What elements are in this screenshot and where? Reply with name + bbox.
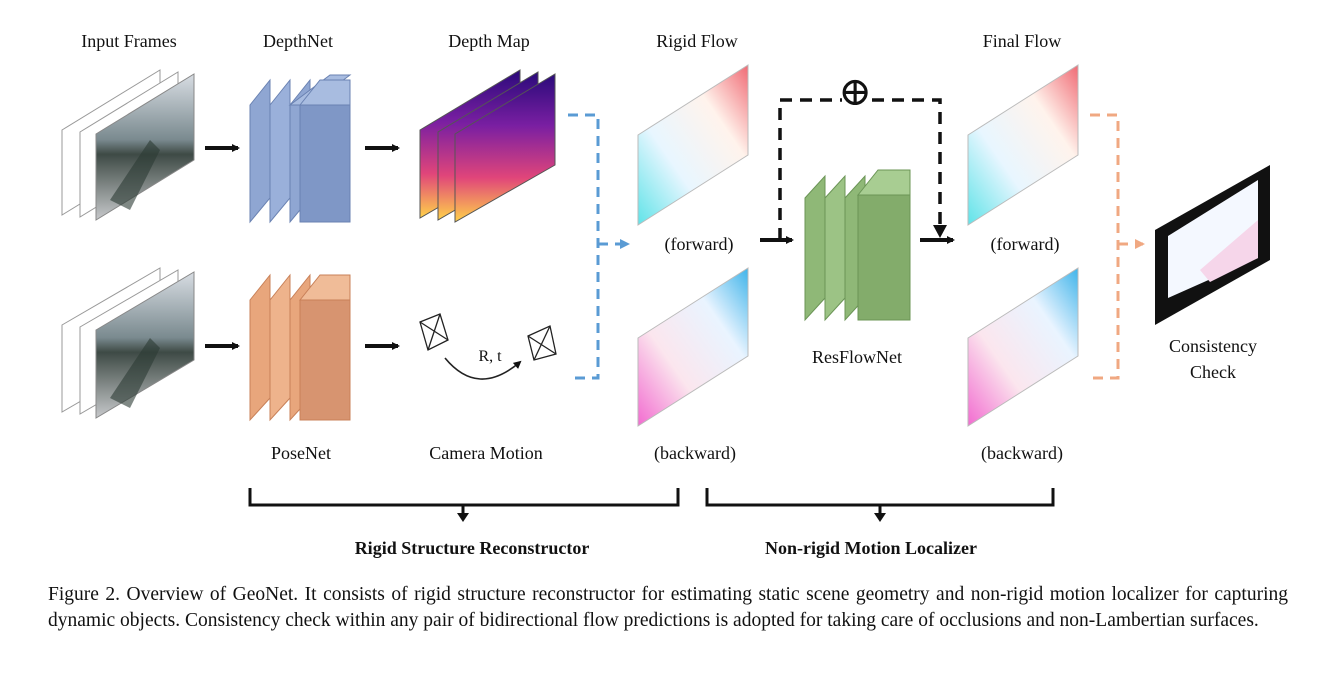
rigid-flow-connector (568, 113, 630, 380)
input-frames-bottom (61, 267, 195, 419)
posenet-label: PoseNet (271, 443, 331, 463)
camera-motion-label: Camera Motion (429, 443, 543, 463)
nonrigid-motion-localizer-label: Non-rigid Motion Localizer (765, 538, 977, 558)
input-frames-top (61, 69, 195, 221)
camera-motion-graphic (419, 313, 557, 380)
figure-caption: Figure 2. Overview of GeoNet. It consist… (48, 584, 1288, 631)
diagram-graphics (61, 64, 1270, 522)
posenet-block (249, 273, 351, 422)
depth-map-image (419, 69, 556, 223)
rotation-translation-label: R, t (478, 348, 502, 365)
final-flow-label: Final Flow (982, 31, 1062, 51)
final-forward-label: (forward) (990, 234, 1060, 254)
consistency-check-image (1155, 165, 1270, 325)
rigid-flow-forward-image (637, 64, 749, 226)
consistency-label-line2: Check (1190, 362, 1236, 382)
final-flow-backward-image (967, 267, 1079, 427)
rigid-structure-bracket (248, 488, 680, 515)
resflownet-block (804, 169, 911, 322)
depthnet-label: DepthNet (263, 31, 333, 51)
residual-skip-connection (778, 98, 942, 240)
rigid-forward-label: (forward) (664, 234, 734, 254)
consistency-connector (1090, 113, 1145, 380)
rigid-flow-label: Rigid Flow (656, 31, 738, 51)
final-flow-forward-image (967, 64, 1079, 226)
resflownet-label: ResFlowNet (812, 347, 902, 367)
consistency-label-line1: Consistency (1169, 336, 1257, 356)
depthnet-block (249, 74, 352, 224)
geonet-diagram: Input Frames DepthNet Depth Map Rigid Fl… (61, 31, 1270, 558)
input-frames-label: Input Frames (81, 31, 177, 51)
rigid-backward-label: (backward) (654, 443, 736, 463)
rigid-flow-backward-image (637, 267, 749, 427)
nonrigid-motion-bracket (705, 488, 1055, 515)
plus-icon: ⊕ (838, 69, 872, 114)
final-backward-label: (backward) (981, 443, 1063, 463)
depth-map-label: Depth Map (448, 31, 530, 51)
rigid-structure-reconstructor-label: Rigid Structure Reconstructor (354, 538, 590, 558)
